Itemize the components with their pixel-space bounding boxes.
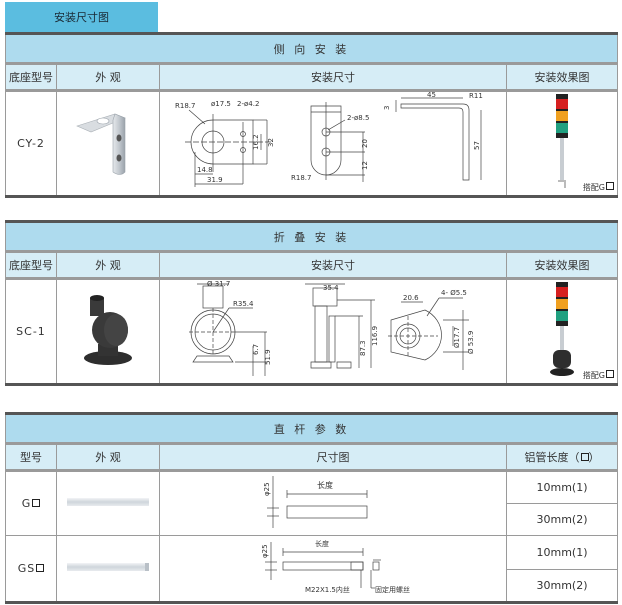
sc1-technical-drawing: Ø 31.7 R35.4 6.7 51.9 35.4 87.3 116.9 xyxy=(189,280,475,376)
header-install-dims: 安装尺寸 xyxy=(159,251,507,280)
header-appearance: 外 观 xyxy=(56,251,160,280)
sc1-install-effect: 搭配G xyxy=(506,278,618,385)
model-cy2: CY-2 xyxy=(5,90,57,197)
signal-tower-folding-image xyxy=(550,282,574,376)
cy2-install-effect: 搭配G xyxy=(506,90,618,197)
svg-text:R18.7: R18.7 xyxy=(291,174,311,182)
folding-base-image xyxy=(84,295,132,365)
svg-text:R35.4: R35.4 xyxy=(233,300,254,308)
length-cell: 10mm(1) xyxy=(506,535,618,570)
effect-note: 搭配G xyxy=(583,370,614,381)
fold-mount-table: 折 叠 安 装 底座型号 外 观 安装尺寸 安装效果图 SC-1 xyxy=(5,220,618,386)
header-install-dims: 安装尺寸 xyxy=(159,63,507,92)
svg-text:51.9: 51.9 xyxy=(264,349,272,365)
model-gs: GS xyxy=(5,535,57,603)
placeholder-square-icon xyxy=(606,182,614,190)
svg-text:116.9: 116.9 xyxy=(371,326,379,346)
svg-text:31.9: 31.9 xyxy=(207,176,223,184)
aluminum-rod-threaded-image xyxy=(67,563,149,571)
side-mount-title: 侧 向 安 装 xyxy=(5,32,618,65)
effect-note: 搭配G xyxy=(583,182,614,193)
header-base-model: 底座型号 xyxy=(5,251,57,280)
svg-text:固定用螺丝: 固定用螺丝 xyxy=(375,585,410,594)
svg-text:长度: 长度 xyxy=(315,539,329,548)
svg-text:φ25: φ25 xyxy=(263,482,271,496)
header-install-effect: 安装效果图 xyxy=(506,251,618,280)
svg-text:Ø 31.7: Ø 31.7 xyxy=(207,280,230,288)
signal-tower-image xyxy=(556,94,568,188)
svg-text:Ø 53.9: Ø 53.9 xyxy=(467,331,475,354)
l-bracket-image xyxy=(76,113,126,175)
placeholder-square-icon xyxy=(580,453,589,461)
header-appearance: 外 观 xyxy=(56,443,160,472)
rod-g-photo xyxy=(56,470,160,536)
tab-label: 安装尺寸图 xyxy=(54,11,109,24)
placeholder-square-icon xyxy=(32,499,41,507)
aluminum-rod-image xyxy=(67,498,149,506)
rod-g-technical-drawing: φ25 长度 xyxy=(263,476,368,528)
svg-text:57: 57 xyxy=(473,141,481,150)
model-g: G xyxy=(5,470,57,536)
svg-text:ø17.5: ø17.5 xyxy=(211,100,231,108)
header-dim-drawing: 尺寸图 xyxy=(159,443,507,472)
header-appearance: 外 观 xyxy=(56,63,160,92)
placeholder-square-icon xyxy=(36,564,45,572)
svg-text:20: 20 xyxy=(361,139,369,148)
svg-text:φ25: φ25 xyxy=(261,544,269,558)
rod-g-drawing: φ25 长度 xyxy=(159,470,507,536)
svg-text:R11: R11 xyxy=(469,92,483,100)
svg-text:32: 32 xyxy=(267,138,275,147)
svg-text:2-ø4.2: 2-ø4.2 xyxy=(237,100,259,108)
svg-text:35.4: 35.4 xyxy=(323,284,339,292)
placeholder-square-icon xyxy=(606,370,614,378)
rod-gs-technical-drawing: φ25 长度 M22X1.5内丝 固定用螺丝 xyxy=(261,539,410,594)
svg-text:12: 12 xyxy=(361,161,369,170)
svg-text:16.2: 16.2 xyxy=(252,134,260,150)
length-cell: 10mm(1) xyxy=(506,470,618,504)
svg-text:14.8: 14.8 xyxy=(197,166,213,174)
svg-text:6.7: 6.7 xyxy=(252,344,260,355)
rod-gs-photo xyxy=(56,535,160,603)
length-cell: 30mm(2) xyxy=(506,568,618,603)
header-tube-length: 铝管长度（） xyxy=(506,443,618,472)
svg-text:M22X1.5内丝: M22X1.5内丝 xyxy=(305,585,350,594)
header-install-effect: 安装效果图 xyxy=(506,63,618,92)
fold-mount-title: 折 叠 安 装 xyxy=(5,220,618,253)
model-sc1: SC-1 xyxy=(5,278,57,385)
cy2-technical-drawing: R18.7 ø17.5 2-ø4.2 16.2 32 14.8 31.9 xyxy=(175,91,483,187)
svg-text:R18.7: R18.7 xyxy=(175,102,195,110)
svg-text:长度: 长度 xyxy=(317,480,333,490)
side-mount-table: 侧 向 安 装 底座型号 外 观 安装尺寸 安装效果图 CY-2 xyxy=(5,32,618,198)
bracket-photo xyxy=(56,90,160,197)
cy2-dimension-drawings: R18.7 ø17.5 2-ø4.2 16.2 32 14.8 31.9 xyxy=(159,90,507,197)
length-cell: 30mm(2) xyxy=(506,502,618,536)
header-model: 型号 xyxy=(5,443,57,472)
svg-text:2-ø8.5: 2-ø8.5 xyxy=(347,114,369,122)
sc1-dimension-drawings: Ø 31.7 R35.4 6.7 51.9 35.4 87.3 116.9 xyxy=(159,278,507,385)
rod-params-table: 直 杆 参 数 型号 外 观 尺寸图 铝管长度（） G φ25 xyxy=(5,412,618,604)
fold-base-photo xyxy=(56,278,160,385)
rod-gs-drawing: φ25 长度 M22X1.5内丝 固定用螺丝 xyxy=(159,535,507,603)
svg-text:45: 45 xyxy=(427,92,436,99)
svg-text:3: 3 xyxy=(383,106,391,110)
svg-text:87.3: 87.3 xyxy=(359,340,367,356)
svg-text:4- Ø5.5: 4- Ø5.5 xyxy=(441,289,467,297)
header-base-model: 底座型号 xyxy=(5,63,57,92)
section-tab: 安装尺寸图 xyxy=(5,2,158,32)
svg-text:20.6: 20.6 xyxy=(403,294,419,302)
svg-text:Ø17.7: Ø17.7 xyxy=(453,327,461,348)
rod-params-title: 直 杆 参 数 xyxy=(5,412,618,445)
